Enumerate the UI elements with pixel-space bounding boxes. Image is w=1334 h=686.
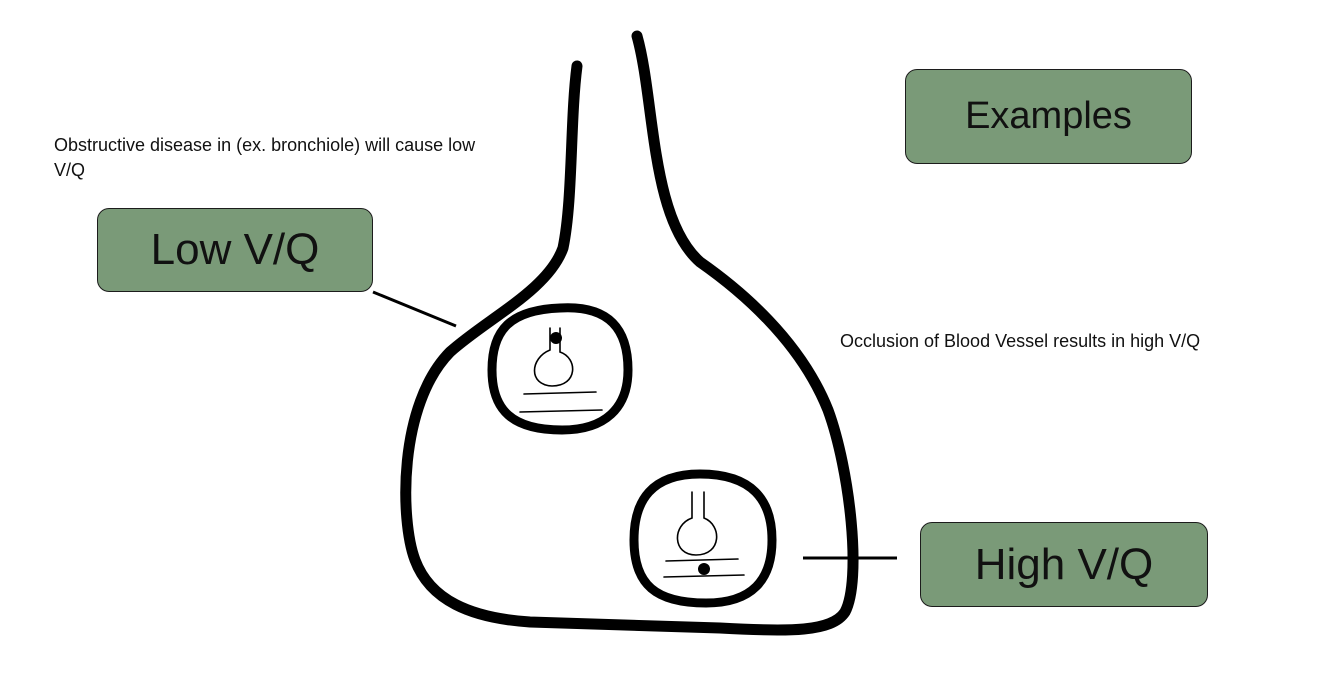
low-vq-label: Low V/Q [150, 225, 320, 274]
airway-left-wall [400, 30, 859, 636]
alveolus-low-outline [487, 303, 633, 435]
alveolus-high-sac [663, 491, 745, 578]
obstructive-note: Obstructive disease in (ex. bronchiole) … [54, 135, 476, 180]
high-vq-label: High V/Q [974, 539, 1154, 589]
examples-label: Examples [965, 95, 1132, 137]
alveolus-high-outline [629, 469, 777, 608]
alveolus-low-sac [519, 327, 603, 413]
capillary-blockage-dot [698, 563, 710, 575]
low-vq-box: Low V/Q [97, 208, 373, 292]
high-vq-box: High V/Q [920, 522, 1208, 607]
airway-outline [400, 30, 859, 636]
examples-box: Examples [905, 69, 1192, 164]
airway-blockage-dot [550, 332, 562, 344]
alveolus-high [629, 469, 777, 608]
occlusion-note: Occlusion of Blood Vessel results in hig… [840, 331, 1201, 351]
alveolus-low [487, 303, 633, 435]
connector-low [372, 290, 457, 328]
